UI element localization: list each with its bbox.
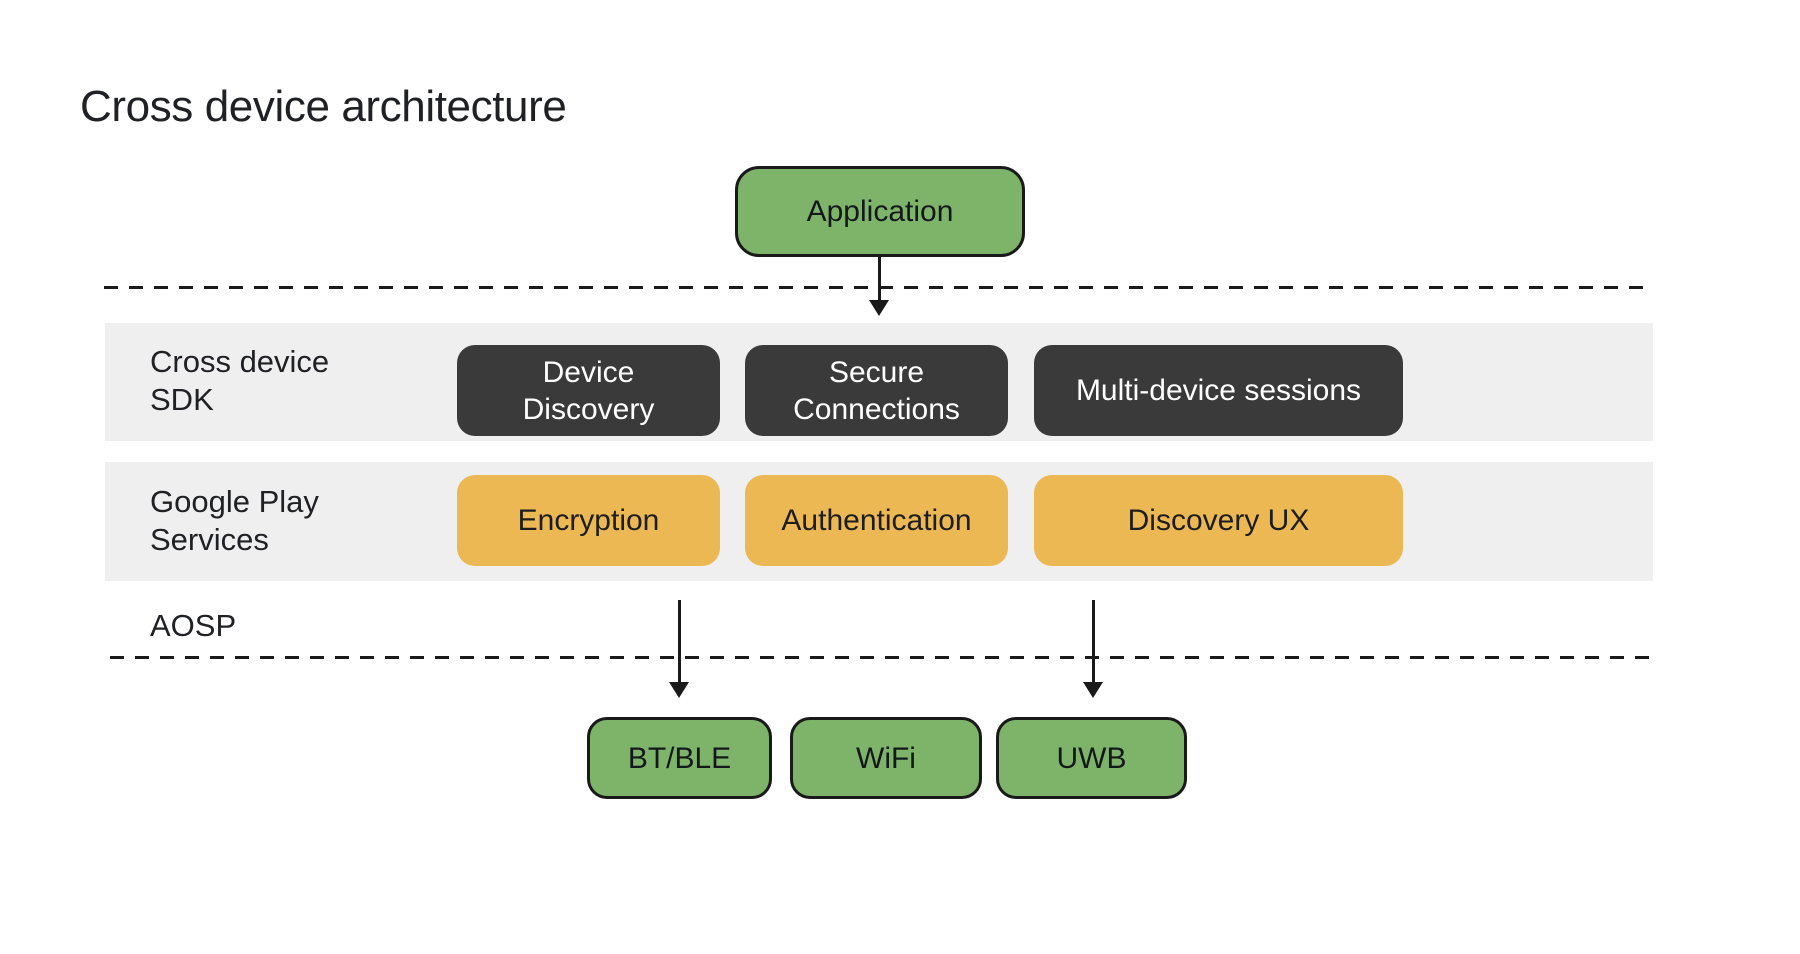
sdk-layer-label: Cross device SDK <box>150 343 329 419</box>
transport-box-wifi: WiFi <box>790 717 982 799</box>
play-services-box-authentication-label: Authentication <box>781 504 972 537</box>
transport-box-bt-ble: BT/BLE <box>587 717 772 799</box>
sdk-box-device-discovery: Device Discovery <box>457 345 720 436</box>
dashed-divider-top <box>104 286 1650 289</box>
sdk-box-device-discovery-line2: Discovery <box>522 392 655 426</box>
down-arrowhead-icon <box>669 682 689 698</box>
sdk-layer-label-line2: SDK <box>150 382 214 417</box>
transport-box-wifi-label: WiFi <box>856 741 916 775</box>
play-services-box-encryption-label: Encryption <box>517 504 660 537</box>
arrow-to-uwb <box>1092 600 1095 684</box>
dashed-divider-bottom <box>110 656 1653 659</box>
sdk-box-device-discovery-line1: Device <box>542 355 635 389</box>
application-box-label: Application <box>806 195 954 228</box>
sdk-box-secure-connections: Secure Connections <box>745 345 1008 436</box>
play-services-box-authentication: Authentication <box>745 475 1008 566</box>
play-services-label-line2: Services <box>150 522 269 557</box>
sdk-box-secure-connections-line2: Connections <box>793 392 960 426</box>
sdk-layer-label-line1: Cross device <box>150 344 330 379</box>
transport-box-uwb-label: UWB <box>1056 741 1127 775</box>
down-arrowhead-icon <box>869 300 889 316</box>
arrow-application-to-sdk <box>878 257 881 302</box>
sdk-box-secure-connections-line1: Secure <box>828 355 925 389</box>
play-services-label-line1: Google Play <box>150 484 319 519</box>
page-title: Cross device architecture <box>80 82 567 131</box>
down-arrowhead-icon <box>1083 682 1103 698</box>
transport-box-bt-ble-label: BT/BLE <box>627 741 732 775</box>
sdk-box-multi-device-sessions: Multi-device sessions <box>1034 345 1403 436</box>
transport-box-uwb: UWB <box>996 717 1187 799</box>
arrow-to-bt-ble <box>678 600 681 684</box>
sdk-box-multi-device-sessions-label: Multi-device sessions <box>1075 374 1362 407</box>
play-services-box-discovery-ux-label: Discovery UX <box>1127 504 1310 537</box>
play-services-layer-label: Google Play Services <box>150 483 319 559</box>
application-box: Application <box>735 166 1025 257</box>
aosp-label: AOSP <box>150 608 237 643</box>
play-services-box-discovery-ux: Discovery UX <box>1034 475 1403 566</box>
play-services-box-encryption: Encryption <box>457 475 720 566</box>
